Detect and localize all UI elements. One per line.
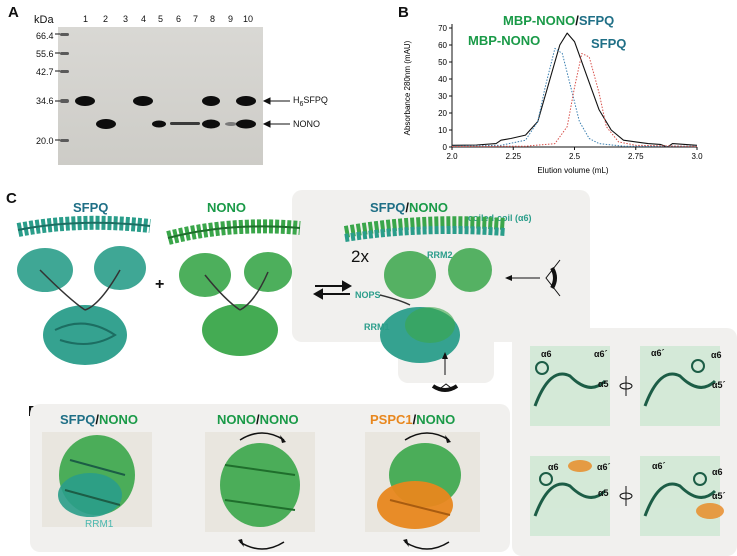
structure-c-title-sfpq: SFPQ — [73, 200, 109, 215]
d-tl-label-1: α6 — [541, 349, 552, 359]
structure-c-nops-label: NOPS — [355, 290, 381, 300]
structure-c-rrm2-label: RRM2 — [427, 250, 453, 260]
d-bl-label-3: α5 — [598, 488, 609, 498]
chromatogram-ylabel: Absorbance 280nm (mAU) — [403, 40, 412, 135]
gel-kda-label: kDa — [34, 14, 54, 26]
gel-lane-4: 4 — [141, 14, 147, 24]
gel-lane-7: 7 — [193, 14, 199, 24]
d-tl-label-3: α5 — [598, 379, 609, 389]
panel-letter-c: C — [6, 190, 17, 207]
gel-lane-9: 9 — [228, 14, 234, 24]
e-title-1: SFPQ/NONO — [60, 412, 139, 427]
gel-lane-1: 1 — [83, 14, 89, 24]
sfpq-structure-icon — [16, 215, 151, 365]
chrom-x-tick-label: 2.75 — [628, 152, 644, 161]
chrom-y-tick-label: 10 — [438, 126, 447, 135]
chrom-x-tick-label: 2.25 — [505, 152, 521, 161]
structure-e-ribbons — [42, 432, 480, 550]
chromatogram-label-mbp-nono: MBP-NONO — [468, 33, 541, 48]
chrom-y-tick-label: 30 — [438, 92, 447, 101]
e-title-3: PSPC1/NONO — [370, 412, 456, 427]
d-bl-label-2: α6´ — [597, 462, 611, 472]
side-view-eye-icon — [505, 259, 561, 297]
gel-marker-55: 55.6 — [36, 49, 54, 59]
chrom-x-tick-label: 2.0 — [446, 152, 458, 161]
structure-c-rrm1-label: RRM1 — [364, 322, 390, 332]
d-br-label-1: α6´ — [652, 461, 666, 471]
d-tr-label-3: α5´ — [712, 380, 726, 390]
d-br-label-3: α5´ — [712, 491, 726, 501]
structure-c-plus: + — [155, 276, 165, 293]
chrom-y-tick-label: 20 — [438, 109, 447, 118]
d-br-label-2: α6 — [712, 467, 723, 477]
chrom-series-line-2 — [451, 53, 698, 147]
heterodimer-structure-icon — [343, 216, 506, 363]
gel-image — [55, 27, 290, 165]
d-tl-label-2: α6´ — [594, 349, 608, 359]
panel-letter-a: A — [8, 4, 19, 21]
e-nono-nono-icon — [205, 432, 315, 550]
gel-band-label-nono: NONO — [293, 119, 320, 129]
gel-lane-2: 2 — [103, 14, 109, 24]
nono-structure-icon — [166, 219, 301, 356]
chrom-y-tick-label: 70 — [438, 24, 447, 33]
rotate-icon — [619, 376, 633, 506]
bottom-eye-lid-icon — [431, 384, 459, 392]
structure-c-ribbons — [16, 215, 561, 390]
chromatogram-chart: 2.0 2.25 2.5 2.75 3.0 0 10 20 30 40 50 60 70 Absorba… — [403, 24, 703, 175]
chrom-x-tick-label: 3.0 — [691, 152, 703, 161]
structure-c-coiled-coil-label: coiled-coil (α6) — [468, 213, 532, 223]
structure-c-title-nono: NONO — [207, 200, 246, 215]
gel-marker-66: 66.4 — [36, 31, 54, 41]
gel-marker-20: 20.0 — [36, 136, 54, 146]
chrom-y-tick-label: 0 — [443, 143, 448, 152]
gel-marker-42: 42.7 — [36, 67, 54, 77]
d-tr-label-1: α6´ — [651, 348, 665, 358]
gel-lane-8: 8 — [210, 14, 216, 24]
structure-c-2x: 2x — [351, 247, 369, 266]
equilibrium-arrows-icon — [312, 280, 353, 300]
structure-d-ribbons — [530, 346, 724, 536]
d-bl-label-1: α6 — [548, 462, 559, 472]
gel-lane-5: 5 — [158, 14, 164, 24]
e-pspc1-nono-icon — [365, 432, 480, 550]
structure-c-title-dimer: SFPQ/NONO — [370, 200, 449, 215]
e-sfpq-nono-icon — [42, 432, 152, 527]
chrom-series-line-1 — [451, 47, 697, 147]
chromatogram-label-sfpq: SFPQ — [591, 36, 627, 51]
chromatogram-label-complex: MBP-NONO/SFPQ — [503, 13, 615, 28]
chrom-y-tick-label: 40 — [438, 75, 447, 84]
gel-lane-3: 3 — [123, 14, 129, 24]
gel-marker-34: 34.6 — [36, 96, 54, 106]
chrom-x-tick-label: 2.5 — [569, 152, 581, 161]
e-title-2: NONO/NONO — [217, 412, 299, 427]
panel-letter-b: B — [398, 4, 409, 21]
gel-band-label-h6sfpq: H6SFPQ — [293, 95, 328, 108]
e-rrm1-label: RRM1 — [85, 519, 114, 530]
gel-lane-10: 10 — [243, 14, 254, 24]
chromatogram-xlabel: Elution volume (mL) — [537, 166, 608, 175]
chrom-series-line-0 — [451, 32, 698, 148]
d-tr-label-2: α6 — [711, 350, 722, 360]
bottom-view-eye-icon — [437, 352, 455, 390]
chrom-y-tick-label: 60 — [438, 41, 447, 50]
chrom-y-tick-label: 50 — [438, 58, 447, 67]
gel-lane-6: 6 — [176, 14, 182, 24]
